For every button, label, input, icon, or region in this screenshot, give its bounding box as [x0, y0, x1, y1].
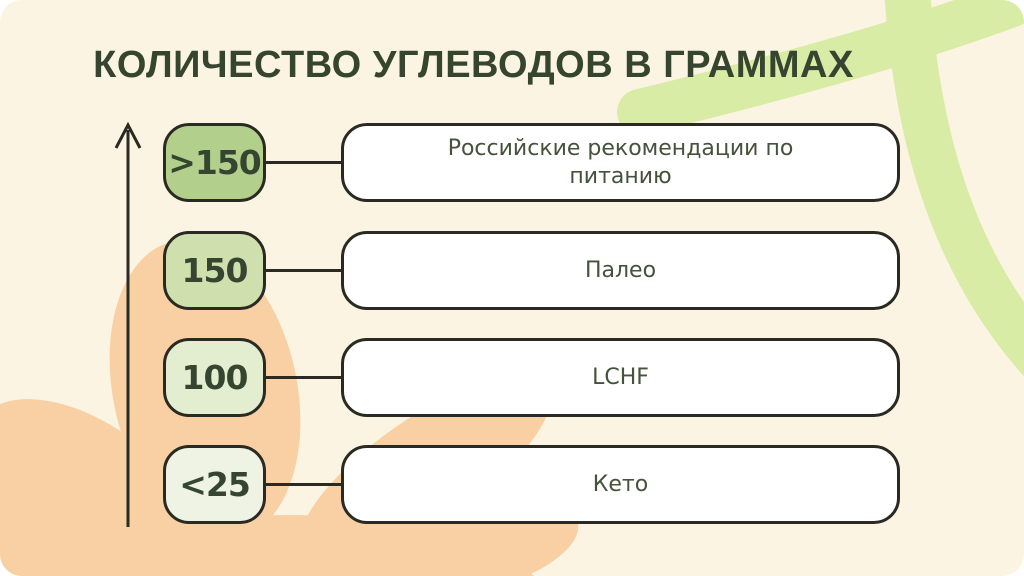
amount-badge: 150: [163, 231, 266, 310]
diet-row: 100 LCHF: [0, 338, 1024, 417]
amount-badge: <25: [163, 445, 266, 524]
diet-row: <25 Кето: [0, 445, 1024, 524]
page-title: КОЛИЧЕСТВО УГЛЕВОДОВ В ГРАММАХ: [93, 44, 854, 86]
amount-value: 100: [181, 358, 249, 397]
connector-line: [264, 376, 343, 379]
amount-value: >150: [168, 143, 262, 182]
diet-box: Кето: [341, 445, 900, 524]
ring-arcs-icon: [617, 0, 1024, 377]
diet-row: >150 Российские рекомендации по питанию: [0, 123, 1024, 202]
connector-line: [264, 483, 343, 486]
amount-value: <25: [179, 465, 251, 504]
diet-label: Российские рекомендации по питанию: [447, 135, 794, 189]
diet-label: LCHF: [592, 364, 649, 390]
amount-value: 150: [181, 251, 249, 290]
diet-row: 150 Палео: [0, 231, 1024, 310]
diet-box: LCHF: [341, 338, 900, 417]
connector-line: [264, 161, 343, 164]
connector-line: [264, 269, 343, 272]
diet-box: Российские рекомендации по питанию: [341, 123, 900, 202]
diet-label: Кето: [592, 471, 649, 497]
diet-label: Палео: [584, 257, 657, 283]
amount-badge: 100: [163, 338, 266, 417]
diet-box: Палео: [341, 231, 900, 310]
amount-badge: >150: [163, 123, 266, 202]
